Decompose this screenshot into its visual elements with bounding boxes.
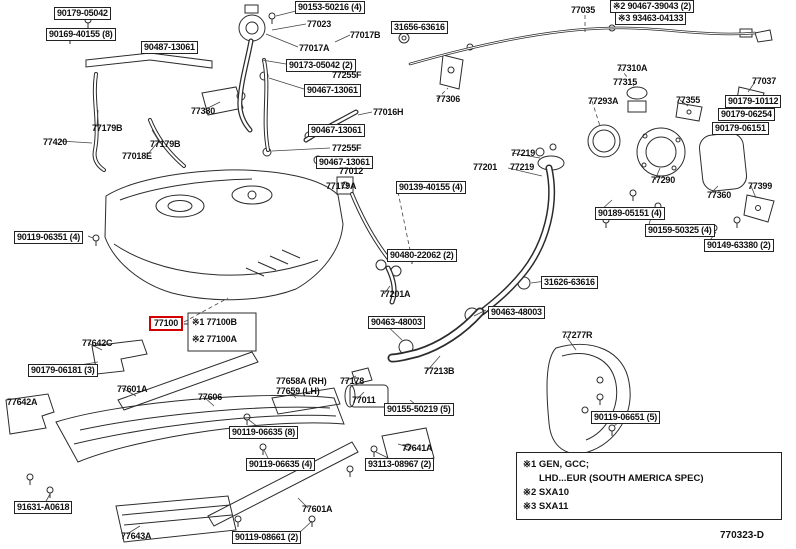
part-label[interactable]: 90153-50216 (4) (295, 1, 365, 14)
part-label[interactable]: 77355 (676, 95, 701, 105)
part-label[interactable]: 77290 (651, 175, 676, 185)
part-label[interactable]: 77035 (571, 5, 596, 15)
part-label[interactable]: 77255F (332, 70, 362, 80)
part-label[interactable]: 77179B (150, 139, 181, 149)
part-label[interactable]: 77642C (82, 338, 113, 348)
part-label[interactable]: 90179-06151 (712, 122, 769, 135)
part-label[interactable]: 77011 (352, 395, 376, 405)
part-label[interactable]: 90119-06635 (8) (229, 426, 299, 439)
part-label[interactable]: 77658A (RH) (276, 376, 327, 386)
part-label[interactable]: ※2 77100A (192, 334, 237, 344)
legend-line: ※3 SXA11 (523, 501, 569, 512)
part-label[interactable]: 31626-63616 (541, 276, 598, 289)
part-label[interactable]: 77315 (613, 77, 638, 87)
legend-box: ※1 GEN, GCC; LHD...EUR (SOUTH AMERICA SPE… (516, 452, 782, 520)
part-label[interactable]: 90169-40155 (8) (46, 28, 116, 41)
part-label[interactable]: 93113-08967 (2) (365, 458, 435, 471)
part-label[interactable]: 77201A (380, 289, 411, 299)
part-label[interactable]: 77606 (198, 392, 223, 402)
part-label[interactable]: 77360 (707, 190, 732, 200)
part-label[interactable]: 77213B (424, 366, 455, 376)
part-label[interactable]: 77201 (473, 162, 498, 172)
part-label[interactable]: 77023 (307, 19, 332, 29)
part-label[interactable]: 77037 (752, 76, 777, 86)
part-label[interactable]: 77219 (510, 162, 535, 172)
part-label[interactable]: 77643A (121, 531, 152, 541)
part-label[interactable]: 90189-05151 (4) (595, 207, 665, 220)
part-label[interactable]: 90139-40155 (4) (396, 181, 466, 194)
figure-code: 770323-D (720, 530, 764, 541)
part-label[interactable]: 77601A (117, 384, 148, 394)
part-label[interactable]: 77601A (302, 504, 333, 514)
part-label[interactable]: 90463-48003 (488, 306, 545, 319)
part-label[interactable]: 77380 (191, 106, 216, 116)
legend-line: ※2 SXA10 (523, 487, 569, 498)
part-label[interactable]: 77642A (7, 397, 38, 407)
part-label[interactable]: 90467-13061 (308, 124, 365, 137)
legend-line: LHD...EUR (SOUTH AMERICA SPEC) (539, 473, 704, 484)
part-label[interactable]: 90179-06254 (718, 108, 775, 121)
part-label[interactable]: 90467-13061 (316, 156, 373, 169)
part-label[interactable]: 90119-06635 (4) (246, 458, 316, 471)
part-label[interactable]: 77219 (511, 148, 536, 158)
part-label[interactable]: 77306 (436, 94, 461, 104)
legend-line: ※1 GEN, GCC; (523, 459, 590, 470)
part-label[interactable]: 77399 (748, 181, 773, 191)
part-label[interactable]: 90480-22062 (2) (387, 249, 457, 262)
part-label[interactable]: 90119-06651 (5) (591, 411, 661, 424)
part-label[interactable]: 77659 (LH) (276, 386, 320, 396)
part-label[interactable]: 90119-06351 (4) (14, 231, 84, 244)
part-label[interactable]: 77310A (617, 63, 648, 73)
part-label[interactable]: 90159-50325 (4) (645, 224, 715, 237)
part-label[interactable]: 90487-13061 (141, 41, 198, 54)
part-label[interactable]: 90173-05042 (2) (286, 59, 356, 72)
part-label[interactable]: 90149-63380 (2) (704, 239, 774, 252)
part-label[interactable]: 90179-06181 (3) (28, 364, 98, 377)
part-label[interactable]: 77100 (149, 316, 184, 331)
part-label[interactable]: 90179-05042 (54, 7, 111, 20)
part-label[interactable]: 77017B (350, 30, 381, 40)
part-label[interactable]: 77277R (562, 330, 593, 340)
part-label[interactable]: 90155-50219 (5) (384, 403, 454, 416)
part-label[interactable]: 77255F (332, 143, 362, 153)
part-label[interactable]: 90467-13061 (304, 84, 361, 97)
part-label[interactable]: 77420 (43, 137, 68, 147)
part-label[interactable]: 77641A (402, 443, 433, 453)
part-label[interactable]: 77016H (373, 107, 404, 117)
part-label[interactable]: 77293A (588, 96, 619, 106)
part-label[interactable]: 77179A (326, 181, 357, 191)
part-label[interactable]: 77178 (340, 376, 365, 386)
part-label[interactable]: 90179-10112 (725, 95, 782, 108)
part-label[interactable]: 77179B (92, 123, 123, 133)
part-label[interactable]: 77012 (339, 166, 364, 176)
part-label[interactable]: 77018E (122, 151, 152, 161)
part-label[interactable]: 91631-A0618 (14, 501, 73, 514)
part-label[interactable]: 77017A (299, 43, 330, 53)
part-label[interactable]: 90463-48003 (368, 316, 425, 329)
part-label[interactable]: 31656-63616 (391, 21, 448, 34)
part-label[interactable]: ※3 93463-04133 (615, 12, 687, 25)
part-label[interactable]: ※1 77100B (192, 317, 237, 327)
part-label[interactable]: 90119-08661 (2) (232, 531, 302, 544)
